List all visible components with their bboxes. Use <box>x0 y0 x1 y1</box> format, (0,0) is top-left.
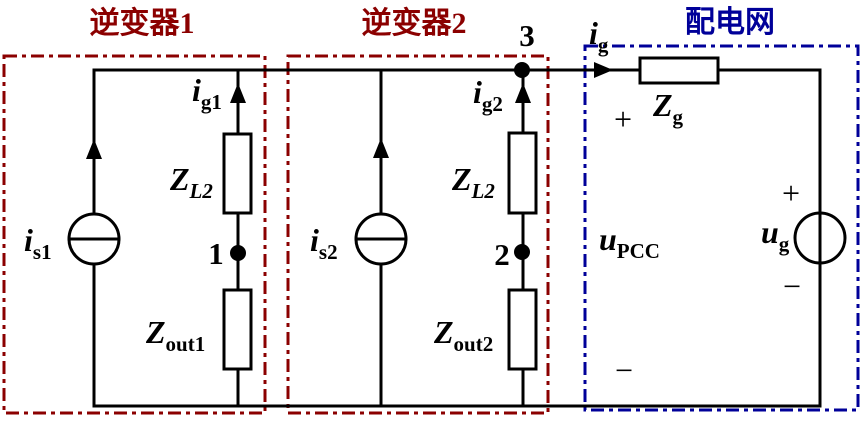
is1-up-arrow-icon <box>86 139 102 159</box>
zl2-1-sub: L2 <box>189 179 214 203</box>
zout1-label: Zout1 <box>145 314 205 356</box>
is2-main: i <box>310 222 319 258</box>
upcc-main: u <box>599 221 617 257</box>
zout2-main: Z <box>433 314 454 350</box>
impedance-zout2-box <box>507 288 538 371</box>
zl2-2-main: Z <box>451 161 472 197</box>
zout2-sub: out2 <box>454 332 494 356</box>
is1-sub: s1 <box>33 240 52 264</box>
impedance-zl2-1-box <box>222 132 253 215</box>
impedance-zl2-2-box <box>507 131 538 215</box>
zl2-1-main: Z <box>169 161 190 197</box>
ig1-up-arrow-icon <box>230 83 246 103</box>
inverter1-boundary <box>2 54 267 415</box>
ug-sub: g <box>779 232 790 256</box>
node-3-dot <box>514 62 530 78</box>
ig-main: i <box>589 15 598 51</box>
ig1-main: i <box>192 72 201 108</box>
node-1-dot <box>230 245 246 261</box>
ig-label: ig <box>589 15 609 57</box>
ig-right-arrow-icon <box>594 62 613 78</box>
ug-main: u <box>761 214 779 250</box>
zout2-label: Zout2 <box>433 314 493 356</box>
grid-boundary <box>583 44 860 412</box>
zg-main: Z <box>652 87 673 123</box>
ig2-main: i <box>473 74 482 110</box>
ug-plus-sign: + <box>782 175 800 211</box>
is2-label: is2 <box>310 222 338 264</box>
is2-up-arrow-icon <box>373 138 389 158</box>
ug-minus-sign: − <box>783 268 801 304</box>
zg-sub: g <box>673 105 684 129</box>
is1-label: is1 <box>24 222 52 264</box>
node-3-label: 3 <box>519 18 535 53</box>
ig2-sub: g2 <box>482 92 503 116</box>
grid-title: 配电网 <box>685 6 775 39</box>
upcc-label: uPCC <box>599 221 660 263</box>
impedance-zout1-box <box>222 288 253 371</box>
zl2-1-label: ZL2 <box>169 161 213 203</box>
is2-sub: s2 <box>319 240 338 264</box>
zout1-main: Z <box>145 314 166 350</box>
inverter1-title: 逆变器1 <box>90 6 195 40</box>
node-2-dot <box>514 244 530 260</box>
node-1-label: 1 <box>208 236 224 271</box>
zout1-sub: out1 <box>166 332 206 356</box>
ig-sub: g <box>598 33 609 57</box>
voltage-source-ug-symbol <box>793 211 847 265</box>
zg-label: Zg <box>652 87 684 129</box>
inverter2-boundary <box>286 54 550 415</box>
is1-main: i <box>24 222 33 258</box>
impedance-zg-box <box>638 56 720 85</box>
ig2-up-arrow-icon <box>515 83 531 103</box>
ug-label: ug <box>761 214 790 256</box>
ig2-label: ig2 <box>473 74 503 116</box>
upcc-sub: PCC <box>617 239 660 263</box>
inverter2-title: 逆变器2 <box>362 6 467 40</box>
ig1-sub: g1 <box>201 90 222 114</box>
upcc-minus-sign: − <box>615 352 633 388</box>
node-2-label: 2 <box>494 237 510 272</box>
upcc-plus-sign: + <box>614 101 632 137</box>
ig1-label: ig1 <box>192 72 222 114</box>
zl2-2-sub: L2 <box>471 179 496 203</box>
zl2-2-label: ZL2 <box>451 161 495 203</box>
